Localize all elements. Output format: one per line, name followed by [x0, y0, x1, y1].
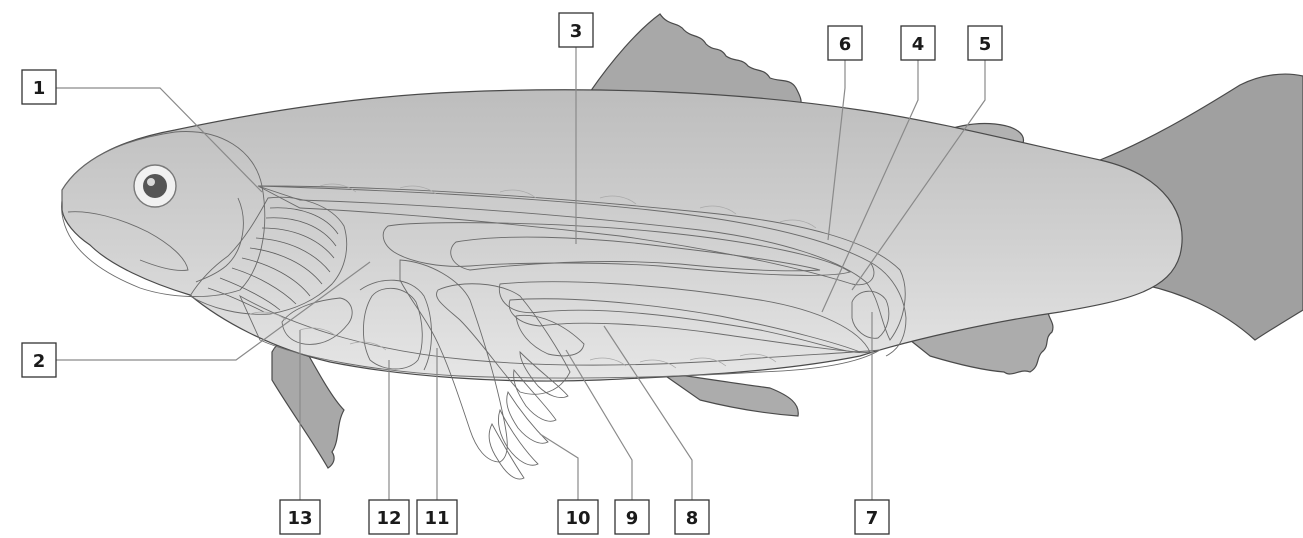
eye: [143, 174, 167, 198]
label-3: 3: [559, 13, 593, 47]
label-10: 10: [558, 500, 598, 534]
label-text-8: 8: [686, 508, 699, 529]
label-text-13: 13: [287, 508, 312, 529]
label-13: 13: [280, 500, 320, 534]
label-4: 4: [901, 26, 935, 60]
pelvic-fin: [660, 372, 798, 416]
label-text-1: 1: [33, 78, 46, 99]
label-5: 5: [968, 26, 1002, 60]
label-7: 7: [855, 500, 889, 534]
eye-highlight: [147, 178, 155, 186]
label-1: 1: [22, 70, 56, 104]
label-2: 2: [22, 343, 56, 377]
leader-10: [540, 434, 578, 500]
label-text-4: 4: [912, 34, 925, 55]
label-text-7: 7: [866, 508, 879, 529]
label-text-3: 3: [570, 21, 583, 42]
label-9: 9: [615, 500, 649, 534]
label-8: 8: [675, 500, 709, 534]
label-11: 11: [417, 500, 457, 534]
label-12: 12: [369, 500, 409, 534]
label-text-12: 12: [376, 508, 401, 529]
label-text-11: 11: [424, 508, 449, 529]
label-text-10: 10: [565, 508, 590, 529]
label-text-5: 5: [979, 34, 992, 55]
label-text-2: 2: [33, 351, 46, 372]
label-text-9: 9: [626, 508, 639, 529]
label-6: 6: [828, 26, 862, 60]
label-text-6: 6: [839, 34, 852, 55]
